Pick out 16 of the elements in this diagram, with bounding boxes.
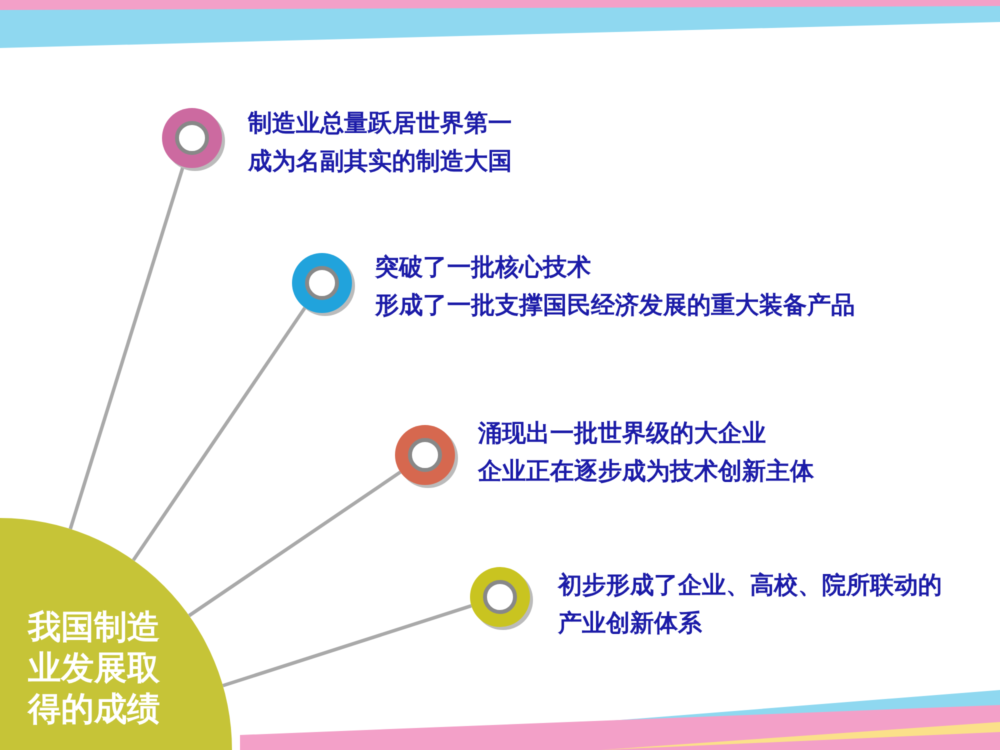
connector-line bbox=[68, 166, 185, 530]
caption-text: 突破了一批核心技术 bbox=[375, 252, 591, 283]
caption-text: 形成了一批支撑国民经济发展的重大装备产品 bbox=[375, 290, 855, 321]
connector-line bbox=[188, 470, 402, 618]
connector-line bbox=[222, 604, 472, 688]
caption-text: 涌现出一批世界级的大企业 bbox=[478, 418, 766, 449]
ring-circle bbox=[467, 564, 535, 632]
caption-text: 成为名副其实的制造大国 bbox=[248, 146, 512, 177]
caption-text: 初步形成了企业、高校、院所联动的产业创新体系 bbox=[558, 570, 943, 639]
panel-title: 我国制造业发展取得的成绩 bbox=[28, 606, 161, 729]
caption-text: 企业正在逐步成为技术创新主体 bbox=[478, 456, 814, 487]
ring-circle bbox=[289, 250, 357, 318]
ring-circle bbox=[392, 422, 460, 490]
ring-circle bbox=[159, 105, 227, 173]
connector-line bbox=[132, 306, 306, 562]
caption-text: 制造业总量跃居世界第一 bbox=[248, 108, 512, 139]
